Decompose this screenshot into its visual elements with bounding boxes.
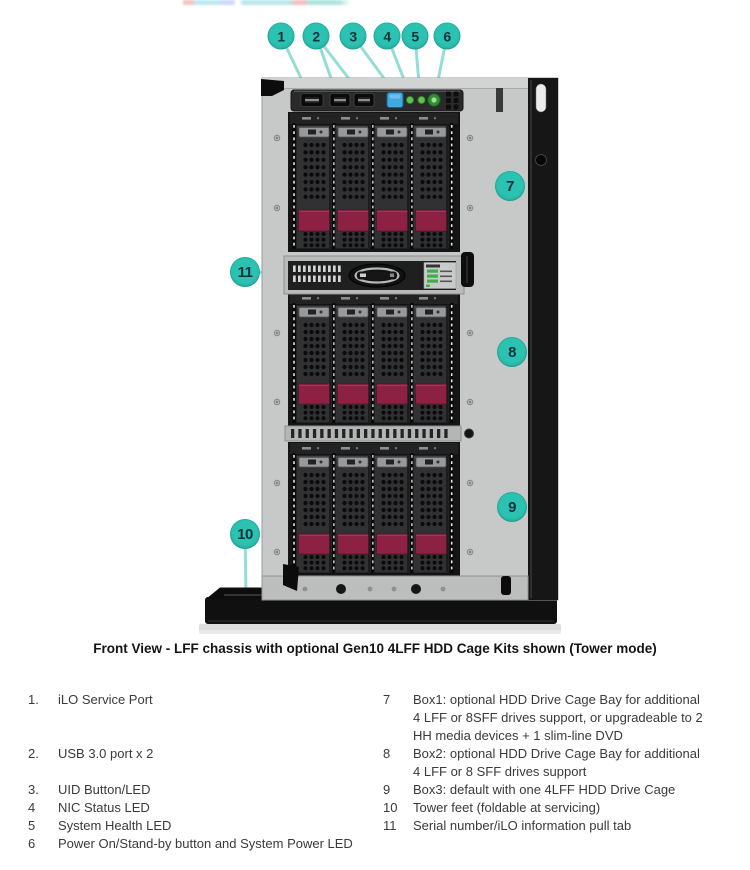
legend-text: Serial number/iLO information pull tab — [413, 818, 632, 833]
legend-number: 9 — [383, 782, 391, 797]
callout-10: 10 — [230, 519, 260, 549]
drive-carriers — [290, 113, 458, 574]
figure-caption: Front View - LFF chassis with optional G… — [93, 641, 657, 656]
front-io-panel — [290, 89, 464, 112]
callout-9: 9 — [497, 492, 527, 522]
ilo-service-port — [300, 93, 324, 107]
callout-6: 6 — [433, 22, 461, 50]
media-bay-label — [423, 262, 457, 289]
legend-text: Box2: optional HDD Drive Cage Bay for ad… — [413, 746, 700, 779]
serial-pull-tab — [348, 263, 406, 288]
media-bay — [283, 252, 474, 295]
legend-number: 10 — [383, 800, 398, 815]
legend-text: USB 3.0 port x 2 — [58, 746, 154, 761]
callout-3: 3 — [339, 22, 367, 50]
callout-1: 1 — [267, 22, 295, 50]
bottom-panel — [261, 564, 529, 601]
nic-status-led — [405, 95, 415, 105]
legend-number: 11 — [383, 818, 397, 833]
callout-4: 4 — [373, 22, 401, 50]
legend-text: NIC Status LED — [58, 800, 150, 815]
vent-bar — [284, 425, 474, 442]
legend-number: 8 — [383, 746, 391, 761]
legend-number: 7 — [383, 692, 391, 707]
usb-port-2 — [353, 93, 375, 107]
chassis-screws — [273, 134, 474, 556]
callout-2: 2 — [302, 22, 330, 50]
legend: 1. iLO Service Port 7 Box1: optional HDD… — [28, 691, 742, 853]
legend-text: Tower feet (foldable at servicing) — [413, 800, 601, 815]
legend-number: 1. — [28, 692, 39, 707]
legend-number — [383, 835, 413, 853]
legend-number: 3. — [28, 782, 39, 797]
callout-7: 7 — [495, 171, 525, 201]
cropped-text-fragment — [183, 0, 365, 5]
legend-number: 4 — [28, 800, 36, 815]
power-button — [427, 93, 441, 107]
legend-number: 2. — [28, 746, 39, 761]
callout-11: 11 — [230, 257, 260, 287]
legend-number: 5 — [28, 818, 36, 833]
legend-text — [413, 835, 742, 853]
panel-vent-grid — [446, 91, 459, 110]
legend-text: Box3: default with one 4LFF HDD Drive Ca… — [413, 782, 676, 797]
legend-text: System Health LED — [58, 818, 172, 833]
legend-text: Box1: optional HDD Drive Cage Bay for ad… — [413, 692, 703, 743]
legend-number: 6 — [28, 836, 36, 851]
uid-button — [386, 92, 404, 108]
legend-text: iLO Service Port — [58, 692, 153, 707]
callout-5: 5 — [401, 22, 429, 50]
system-health-led — [417, 95, 426, 105]
callout-8: 8 — [497, 337, 527, 367]
legend-text: UID Button/LED — [58, 782, 151, 797]
legend-text: Power On/Stand-by button and System Powe… — [58, 836, 353, 851]
usb-port-1 — [329, 93, 351, 107]
